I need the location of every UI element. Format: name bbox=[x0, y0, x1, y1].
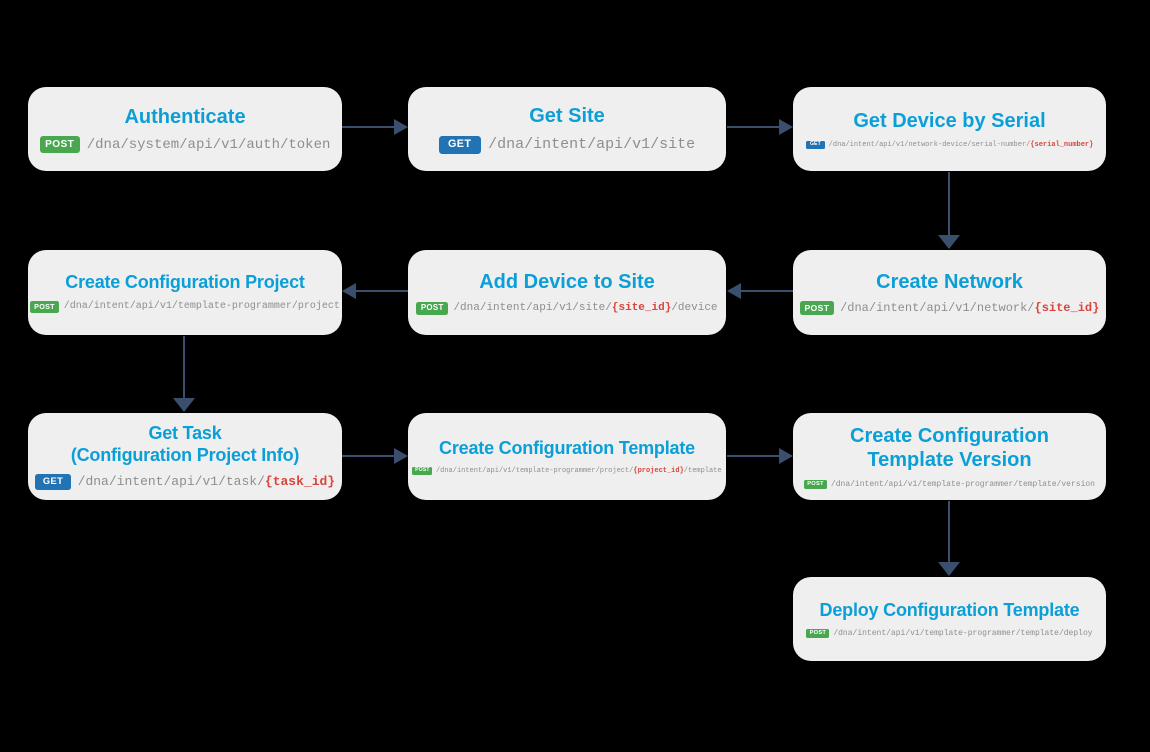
endpoint: GET /dna/intent/api/v1/task/{task_id} bbox=[34, 474, 335, 490]
endpoint-path: /dna/intent/api/v1/network/{site_id} bbox=[840, 301, 1099, 315]
endpoint-path: /dna/intent/api/v1/site bbox=[488, 136, 695, 153]
node-title: Add Device to Site bbox=[479, 271, 655, 294]
node-title: Get Task (Configuration Project Info) bbox=[70, 423, 300, 466]
path-param: {site_id} bbox=[1034, 301, 1100, 316]
endpoint: POST /dna/intent/api/v1/template-program… bbox=[30, 301, 340, 313]
arrow-template-version-to-deploy-configuration-template bbox=[938, 501, 960, 576]
node-get-site: Get Site GET /dna/intent/api/v1/site bbox=[408, 87, 726, 171]
path-text: /dna/intent/api/v1/site bbox=[488, 136, 696, 154]
path-param: {project_id} bbox=[633, 466, 684, 475]
node-title: Get Site bbox=[529, 105, 605, 128]
arrow-create-configuration-project-to-get-task bbox=[173, 336, 195, 412]
method-badge: GET bbox=[805, 140, 826, 149]
path-text: /device bbox=[671, 302, 718, 315]
method-badge: POST bbox=[412, 466, 433, 476]
endpoint-path: /dna/intent/api/v1/task/{task_id} bbox=[78, 474, 335, 489]
method-badge: POST bbox=[39, 136, 80, 153]
method-badge: GET bbox=[438, 135, 481, 154]
method-badge: POST bbox=[806, 628, 830, 639]
method-badge: POST bbox=[799, 301, 835, 316]
endpoint: POST /dna/system/api/v1/auth/token bbox=[39, 136, 331, 153]
path-text: /dna/intent/api/v1/network/ bbox=[840, 301, 1035, 316]
path-text: /dna/intent/api/v1/template-programmer/t… bbox=[830, 479, 1095, 489]
path-text: /dna/intent/api/v1/network-device/serial… bbox=[828, 140, 1031, 149]
path-text: /template bbox=[683, 466, 722, 475]
node-title: Create Network bbox=[876, 270, 1023, 293]
endpoint-path: /dna/system/api/v1/auth/token bbox=[87, 137, 331, 153]
path-text: /dna/intent/api/v1/template-programmer/t… bbox=[833, 628, 1093, 638]
endpoint-path: /dna/intent/api/v1/template-programmer/t… bbox=[831, 480, 1095, 489]
endpoint: POST /dna/intent/api/v1/network/{site_id… bbox=[799, 301, 1099, 316]
node-title: Create Configuration Template Version bbox=[850, 424, 1049, 472]
node-title: Create Configuration Template bbox=[439, 437, 695, 458]
path-param: {site_id} bbox=[611, 302, 672, 315]
endpoint-path: /dna/intent/api/v1/network-device/serial… bbox=[829, 141, 1094, 149]
node-create-configuration-template: Create Configuration Template POST /dna/… bbox=[408, 413, 726, 500]
path-param: {serial_number} bbox=[1030, 140, 1094, 149]
node-create-configuration-project: Create Configuration Project POST /dna/i… bbox=[28, 250, 342, 335]
node-title: Deploy Configuration Template bbox=[819, 599, 1080, 620]
node-add-device-to-site: Add Device to Site POST /dna/intent/api/… bbox=[408, 250, 726, 335]
endpoint: GET /dna/intent/api/v1/network-device/se… bbox=[805, 140, 1094, 149]
path-param: {task_id} bbox=[264, 474, 336, 490]
path-text: /dna/intent/api/v1/template-programmer/p… bbox=[435, 466, 634, 475]
node-create-configuration-template-version: Create Configuration Template Version PO… bbox=[793, 413, 1106, 500]
endpoint: POST /dna/intent/api/v1/template-program… bbox=[806, 628, 1093, 639]
endpoint: GET /dna/intent/api/v1/site bbox=[438, 135, 695, 154]
arrow-get-site-to-get-device-by-serial bbox=[727, 119, 793, 135]
path-text: /dna/intent/api/v1/template-programmer/p… bbox=[63, 301, 340, 313]
path-text: /dna/system/api/v1/auth/token bbox=[86, 136, 331, 153]
node-get-device-by-serial: Get Device by Serial GET /dna/intent/api… bbox=[793, 87, 1106, 171]
method-badge: POST bbox=[30, 301, 59, 313]
node-title: Get Device by Serial bbox=[853, 110, 1046, 133]
arrow-authenticate-to-get-site bbox=[342, 119, 408, 135]
endpoint: POST /dna/intent/api/v1/template-program… bbox=[804, 479, 1095, 490]
node-authenticate: Authenticate POST /dna/system/api/v1/aut… bbox=[28, 87, 342, 171]
endpoint: POST /dna/intent/api/v1/site/{site_id}/d… bbox=[416, 301, 718, 315]
path-text: /dna/intent/api/v1/task/ bbox=[77, 474, 265, 490]
node-title: Authenticate bbox=[124, 106, 246, 129]
endpoint-path: /dna/intent/api/v1/template-programmer/p… bbox=[436, 467, 722, 475]
arrow-get-device-by-serial-to-create-network bbox=[938, 172, 960, 249]
method-badge: GET bbox=[34, 474, 72, 490]
endpoint-path: /dna/intent/api/v1/template-programmer/p… bbox=[64, 301, 340, 312]
node-get-task: Get Task (Configuration Project Info) GE… bbox=[28, 413, 342, 500]
arrow-create-network-to-add-device-to-site bbox=[727, 283, 793, 299]
endpoint-path: /dna/intent/api/v1/site/{site_id}/device bbox=[453, 302, 717, 314]
method-badge: POST bbox=[804, 479, 827, 490]
node-title: Create Configuration Project bbox=[65, 272, 305, 293]
method-badge: POST bbox=[416, 301, 448, 315]
endpoint-path: /dna/intent/api/v1/template-programmer/t… bbox=[833, 629, 1092, 638]
path-text: /dna/intent/api/v1/site/ bbox=[453, 302, 612, 315]
node-deploy-configuration-template: Deploy Configuration Template POST /dna/… bbox=[793, 577, 1106, 661]
arrow-add-device-to-site-to-create-configuration-project bbox=[342, 283, 408, 299]
arrow-create-configuration-template-to-template-version bbox=[727, 448, 793, 464]
arrow-get-task-to-create-configuration-template bbox=[342, 448, 408, 464]
node-create-network: Create Network POST /dna/intent/api/v1/n… bbox=[793, 250, 1106, 335]
endpoint: POST /dna/intent/api/v1/template-program… bbox=[412, 466, 722, 476]
